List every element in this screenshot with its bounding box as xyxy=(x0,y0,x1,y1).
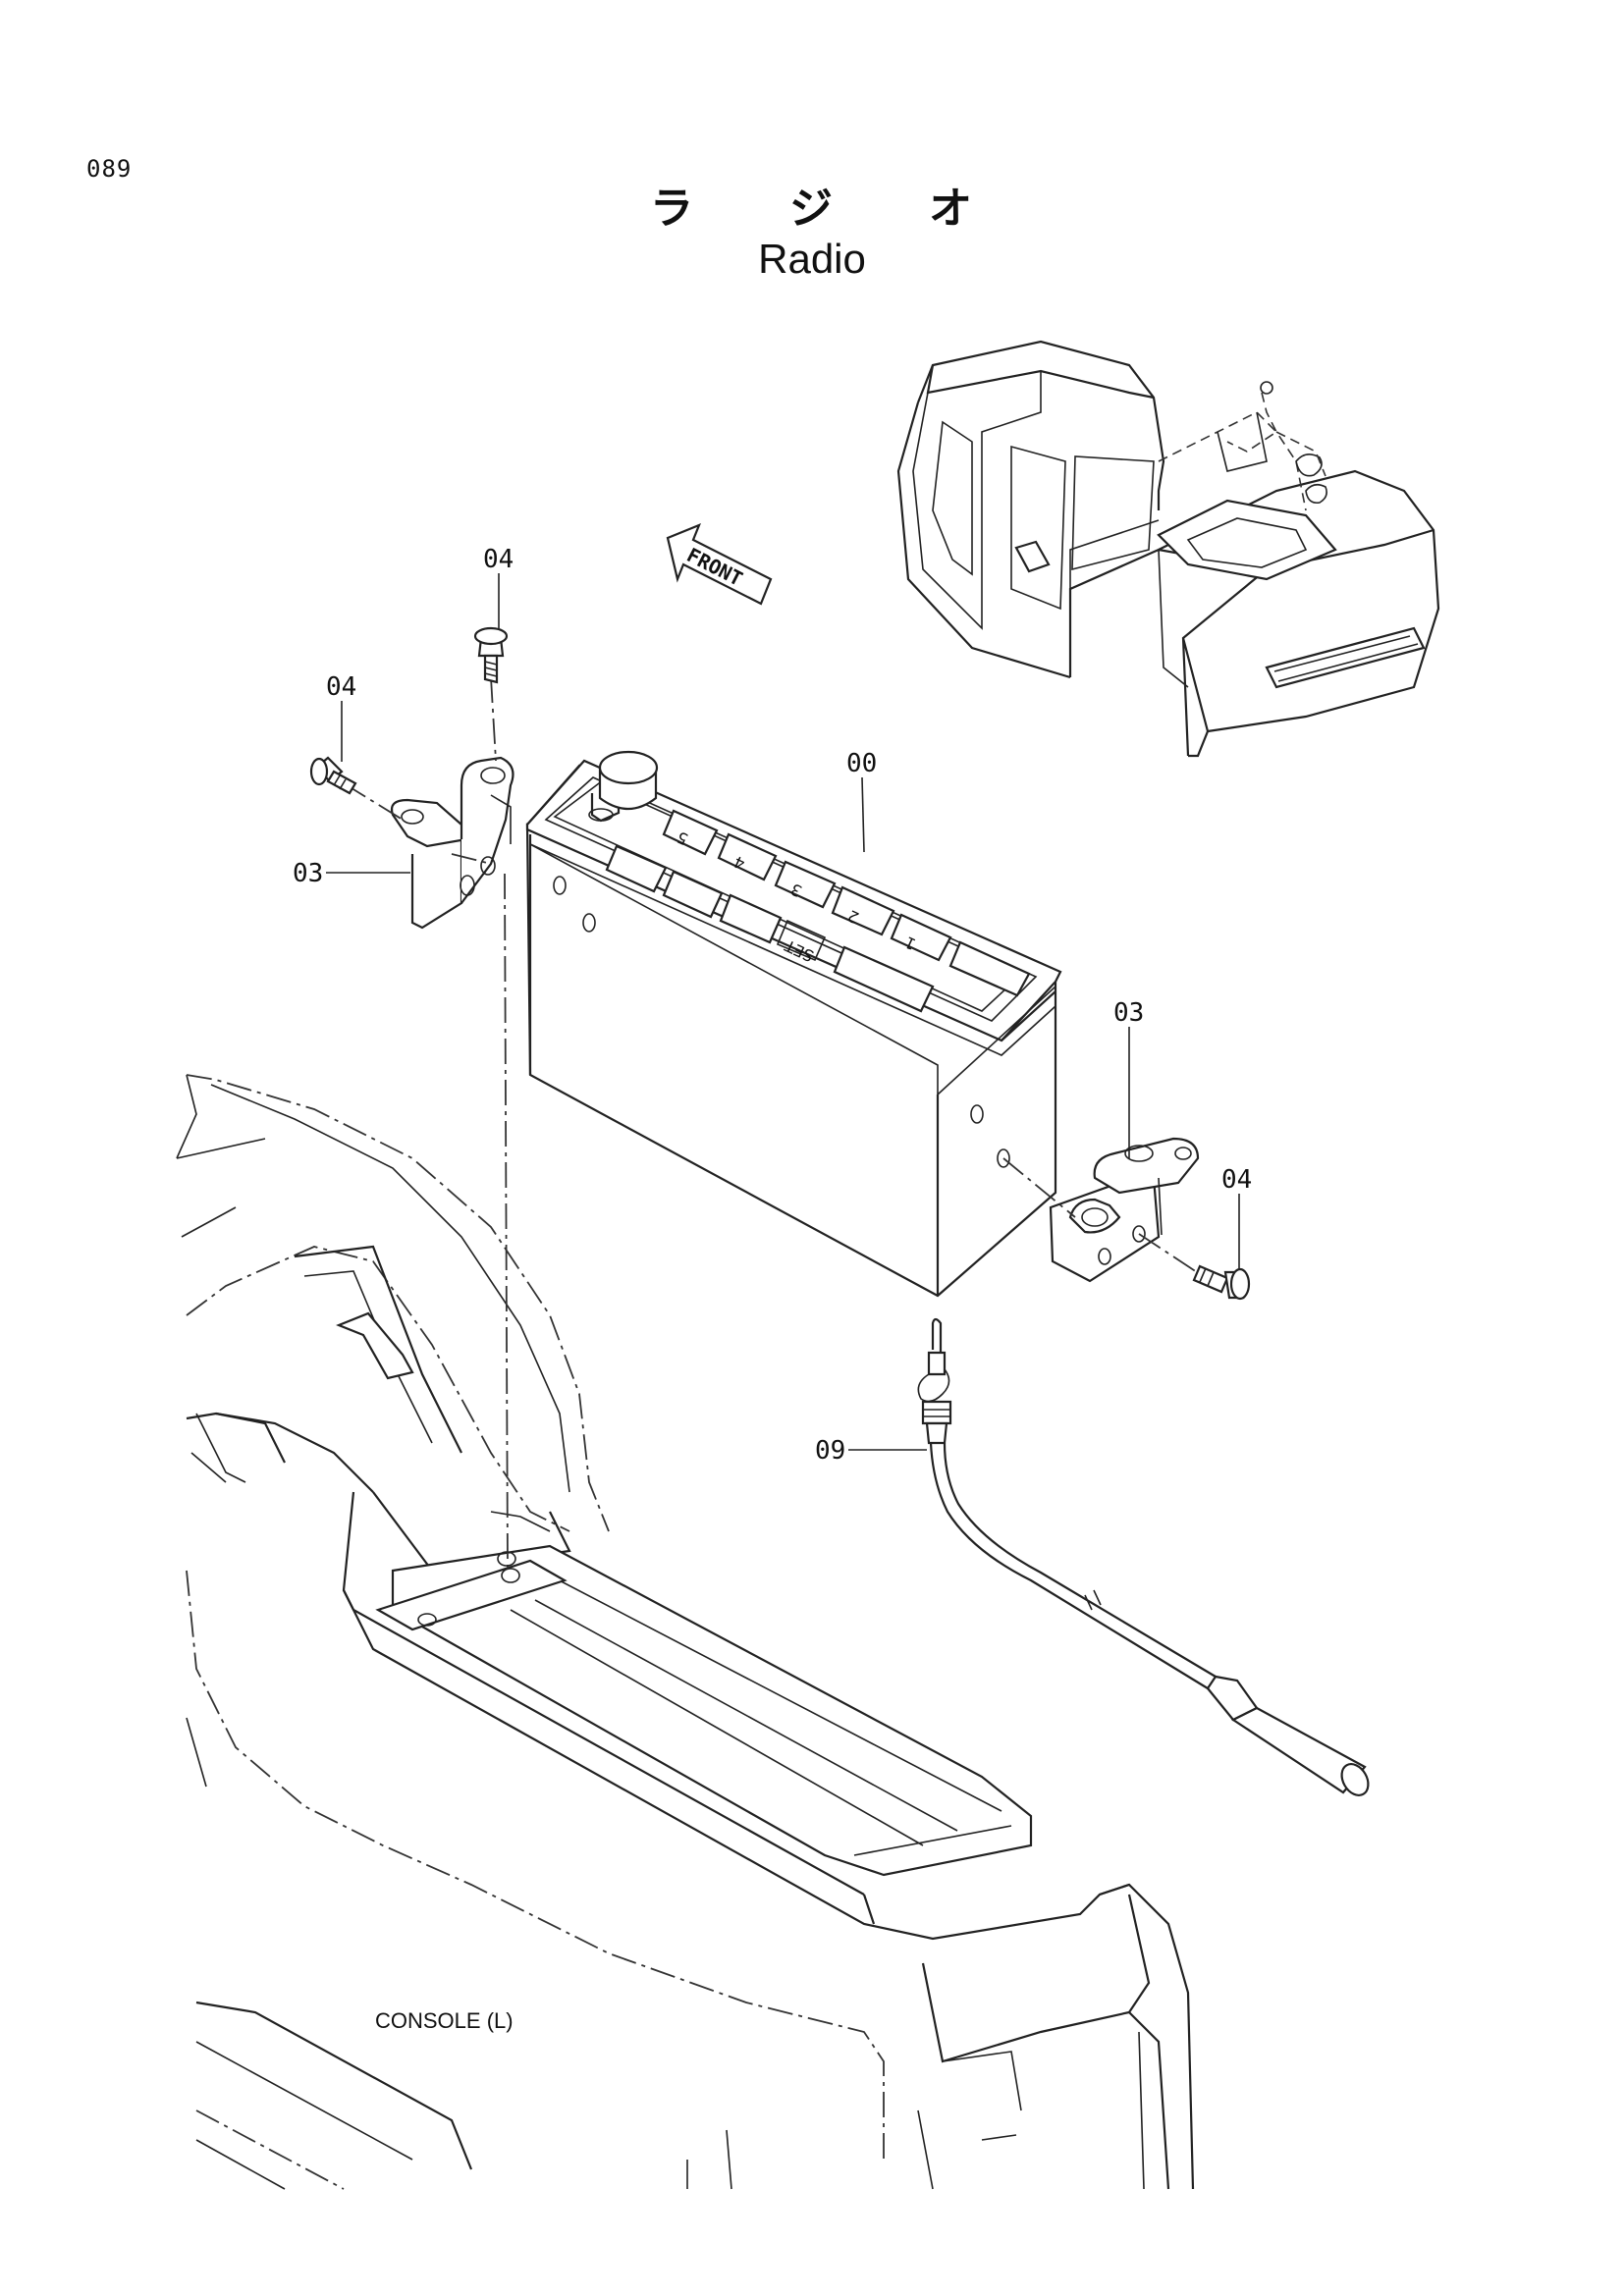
screw-right[interactable] xyxy=(1192,1264,1251,1301)
title-english: Radio xyxy=(758,236,866,282)
callout-screw-right[interactable]: 04 xyxy=(1221,1165,1252,1268)
preset-button-4[interactable]: 4 xyxy=(717,832,778,881)
preset-button-2[interactable]: 2 xyxy=(831,885,895,936)
svg-text:03: 03 xyxy=(1113,998,1144,1028)
console-mount-hole xyxy=(497,1551,516,1567)
screw-top[interactable] xyxy=(473,626,509,684)
svg-text:04: 04 xyxy=(326,672,356,702)
preset-button-1[interactable]: 1 xyxy=(890,913,952,962)
screw-left[interactable] xyxy=(309,756,357,795)
top-screw-axis-line xyxy=(490,676,497,762)
callout-radio[interactable]: 00 xyxy=(846,749,877,853)
callout-bracket-left[interactable]: 03 xyxy=(293,859,410,888)
mounting-axis-line xyxy=(504,873,509,1572)
title-japanese: ラジオ xyxy=(0,173,1624,236)
right-bracket-axis-line xyxy=(1002,1157,1076,1218)
callout-screw-top[interactable]: 04 xyxy=(483,545,514,628)
radio-display-window xyxy=(948,940,1031,997)
radio-unit[interactable]: 5 4 3 2 1 xyxy=(525,750,1062,1298)
console-label: CONSOLE (L) xyxy=(375,2008,514,2033)
title-jp-char: オ xyxy=(929,184,974,234)
left-bracket-axis-line xyxy=(451,853,492,865)
svg-text:09: 09 xyxy=(815,1436,845,1466)
front-direction-arrow: FRONT xyxy=(666,523,773,606)
svg-text:04: 04 xyxy=(1221,1165,1252,1195)
callout-bracket-right[interactable]: 03 xyxy=(1113,998,1144,1158)
svg-text:04: 04 xyxy=(483,545,514,574)
title-jp-char: ジ xyxy=(789,184,835,234)
svg-text:03: 03 xyxy=(293,859,323,888)
excavator-overview-illustration xyxy=(896,340,1440,758)
bracket-left[interactable] xyxy=(390,756,514,930)
bracket-right[interactable] xyxy=(1049,1137,1200,1283)
right-screw-axis-line xyxy=(1138,1233,1204,1277)
title-jp-char: ラ xyxy=(650,184,695,234)
preset-button-3[interactable]: 3 xyxy=(774,860,837,909)
page-number: 089 xyxy=(86,155,133,183)
callout-screw-left[interactable]: 04 xyxy=(326,672,356,762)
left-screw-axis-line xyxy=(343,782,404,821)
console-left-illustration: CONSOLE (L) xyxy=(176,1074,1195,2190)
svg-text:00: 00 xyxy=(846,749,877,778)
antenna-cable[interactable] xyxy=(917,1317,1374,1800)
callout-antenna-cable[interactable]: 09 xyxy=(815,1436,927,1466)
preset-button-5[interactable]: 5 xyxy=(662,809,719,856)
